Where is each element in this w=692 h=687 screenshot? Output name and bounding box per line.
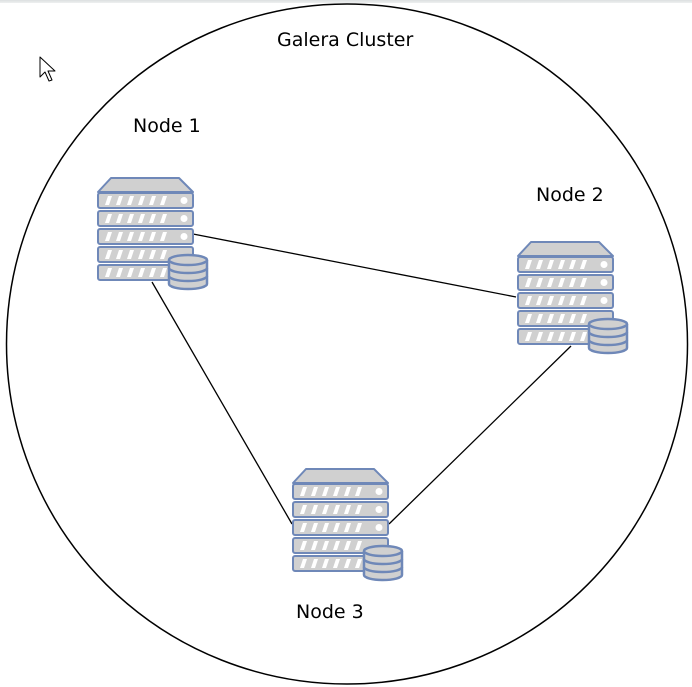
node1-label: Node 1 xyxy=(133,115,201,137)
mouse-pointer-icon xyxy=(39,56,56,82)
cluster-boundary xyxy=(5,3,689,685)
node3-label: Node 3 xyxy=(296,601,364,623)
node2-server-icon[interactable] xyxy=(518,242,627,353)
window-top-edge xyxy=(0,0,692,3)
connection-node2-node3 xyxy=(388,345,572,525)
node3-server-icon[interactable] xyxy=(293,469,402,580)
connection-node1-node2 xyxy=(192,233,517,298)
node1-server-icon[interactable] xyxy=(98,178,207,289)
cluster-title: Galera Cluster xyxy=(277,29,414,51)
connection-node1-node3 xyxy=(151,281,293,525)
node2-label: Node 2 xyxy=(536,184,604,206)
